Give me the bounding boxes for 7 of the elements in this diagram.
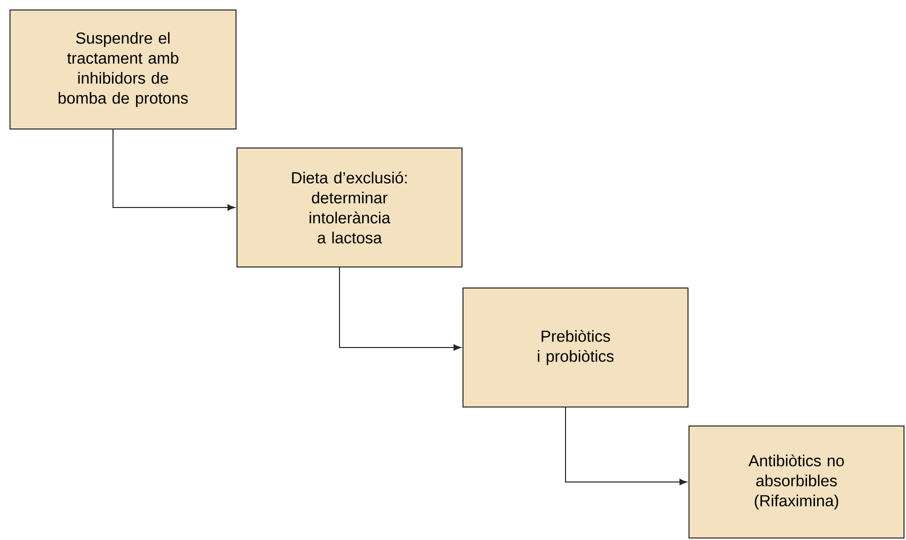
arrow (112, 129, 235, 211)
arrow (565, 407, 687, 486)
process-box: Antibiòtics no absorbibles (Rifaximina) (688, 426, 904, 538)
arrow (339, 267, 461, 351)
process-box: Prebiòtics i probiòtics (462, 288, 688, 408)
process-box: Dieta d’exclusió: determinar intolerància a lactosa (236, 148, 462, 268)
process-box: Suspendre el tractament amb inhibidors de bomba de protons (10, 10, 236, 130)
